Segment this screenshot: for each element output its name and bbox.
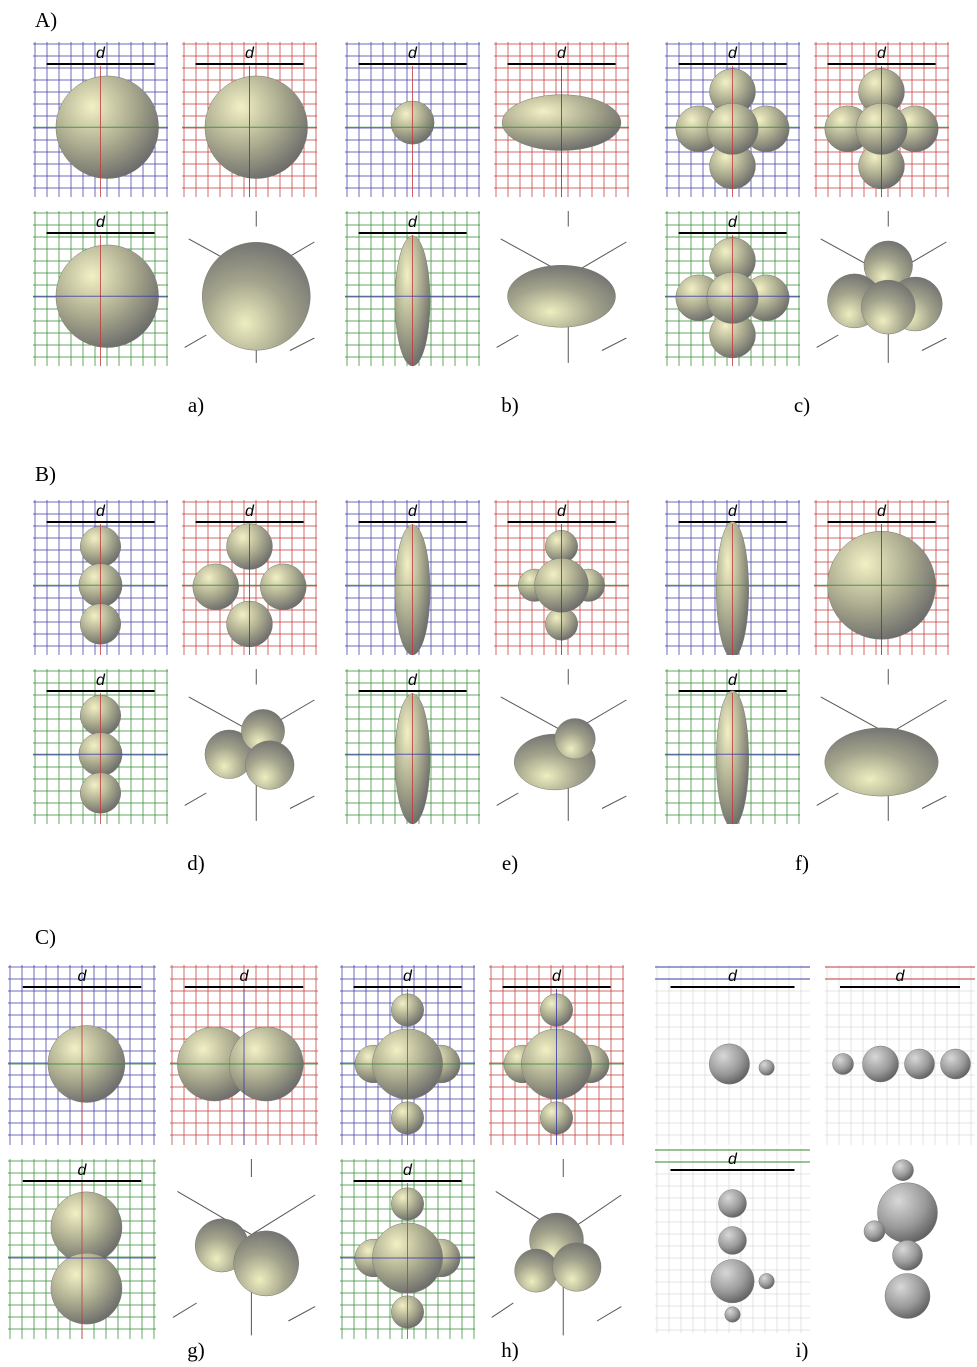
top-view: d [33, 42, 168, 197]
side-view: d [340, 1159, 475, 1339]
axis-d-label: d [245, 503, 255, 520]
perspective-view [494, 669, 629, 824]
front-view: d [494, 42, 629, 197]
top-view: d [33, 500, 168, 655]
side-view: d [33, 211, 168, 366]
front-view: d [182, 500, 317, 655]
section-label-a: A) [35, 8, 58, 32]
axis-d-label: d [877, 45, 887, 62]
caption-i: i) [795, 1338, 809, 1362]
top-view: d [345, 42, 480, 197]
axis-d-label: d [403, 968, 413, 985]
axis-d-label: d [96, 45, 106, 62]
caption-b: b) [501, 393, 519, 417]
side-view: d [345, 211, 480, 366]
top-view: d [8, 965, 156, 1145]
perspective-view [814, 669, 949, 824]
axis-d-label: d [96, 672, 106, 689]
caption-c: c) [793, 393, 811, 417]
front-view: d [825, 965, 975, 1145]
perspective-view [170, 1159, 318, 1339]
front-view: d [182, 42, 317, 197]
axis-d-label: d [552, 968, 562, 985]
section-label-b: B) [35, 462, 56, 486]
front-view: d [494, 500, 629, 655]
caption-f: f) [795, 851, 809, 875]
axis-d-label: d [403, 1162, 413, 1179]
top-view: d [665, 500, 800, 655]
perspective-view [182, 669, 317, 824]
axis-d-label: d [728, 968, 738, 985]
axis-d-label: d [557, 503, 567, 520]
axis-d-label: d [240, 968, 250, 985]
axis-d-label: d [896, 968, 906, 985]
top-view: d [655, 965, 810, 1145]
axis-d-label: d [408, 45, 418, 62]
axis-d-label: d [408, 214, 418, 231]
axis-d-label: d [728, 214, 738, 231]
axis-d-label: d [245, 45, 255, 62]
axis-d-label: d [78, 1162, 88, 1179]
axis-d-label: d [728, 672, 738, 689]
caption-h: h) [501, 1338, 519, 1362]
perspective-view [814, 211, 949, 366]
front-view: d [170, 965, 318, 1145]
axis-d-label: d [728, 45, 738, 62]
caption-g: g) [187, 1338, 205, 1362]
axis-d-label: d [96, 214, 106, 231]
axis-d-label: d [408, 503, 418, 520]
side-view: d [665, 669, 800, 824]
axis-d-label: d [96, 503, 106, 520]
front-view: d [489, 965, 624, 1145]
side-view: d [665, 211, 800, 366]
side-view: d [8, 1159, 156, 1339]
top-view: d [345, 500, 480, 655]
axis-d-label: d [728, 1151, 738, 1168]
perspective-view [825, 1148, 975, 1333]
side-view: d [655, 1148, 810, 1333]
top-view: d [665, 42, 800, 197]
top-view: d [340, 965, 475, 1145]
caption-e: e) [501, 851, 519, 875]
axis-d-label: d [877, 503, 887, 520]
section-label-c: C) [35, 925, 56, 949]
side-view: d [345, 669, 480, 824]
front-view: d [814, 500, 949, 655]
perspective-view [489, 1159, 624, 1339]
axis-d-label: d [728, 503, 738, 520]
axis-d-label: d [78, 968, 88, 985]
front-view: d [814, 42, 949, 197]
perspective-view [182, 211, 317, 366]
perspective-view [494, 211, 629, 366]
caption-d: d) [187, 851, 205, 875]
caption-a: a) [187, 393, 205, 417]
side-view: d [33, 669, 168, 824]
axis-d-label: d [408, 672, 418, 689]
axis-d-label: d [557, 45, 567, 62]
